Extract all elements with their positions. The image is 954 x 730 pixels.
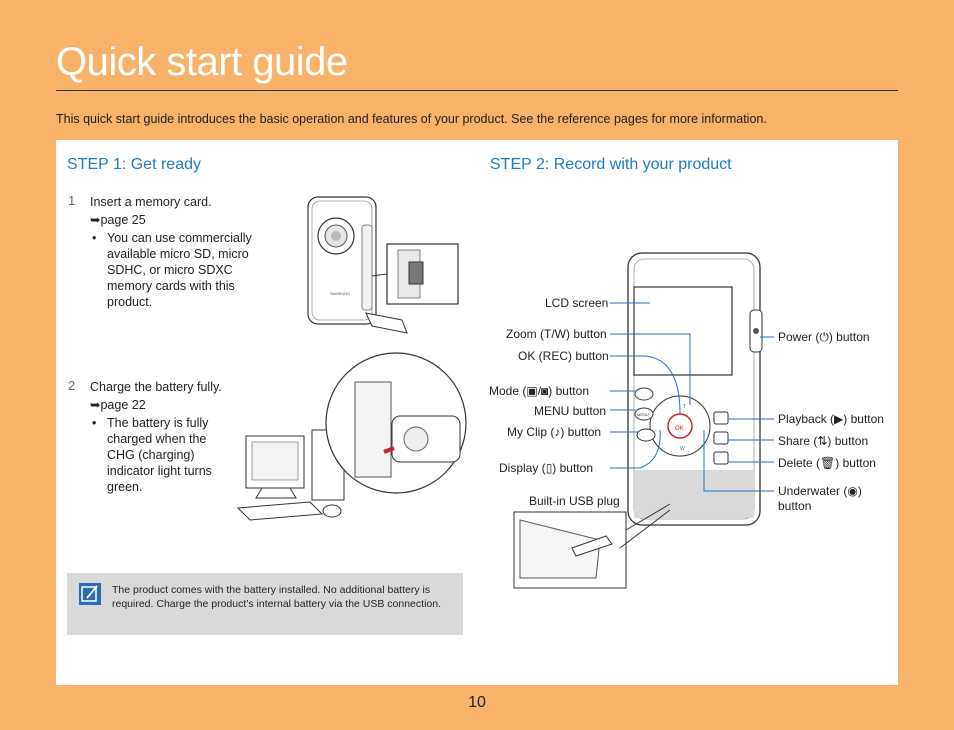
step1-item2-ref[interactable]: ➥page 22 (90, 397, 146, 412)
arrow-icon: ➥ (90, 213, 101, 227)
svg-text:W: W (680, 446, 685, 452)
label-share-button: Share (⇅) button (778, 434, 869, 448)
svg-text:T: T (683, 404, 686, 410)
memory-card-illustration: SAMSUNG (307, 196, 459, 334)
svg-text:MENU: MENU (637, 412, 649, 417)
step1-item1-number: 1 (68, 193, 76, 208)
step1-item1-bullet: You can use commercially available micro… (92, 230, 277, 310)
share-icon: ⇅ (817, 434, 828, 448)
step2-title: STEP 2: Record with your product (490, 156, 732, 173)
page-ref-text: page 25 (100, 213, 146, 227)
label-display-button: Display (▯) button (499, 461, 593, 475)
label-delete-button: Delete (🗑) button (778, 456, 876, 470)
label-menu-button: MENU button (534, 404, 607, 418)
step1-title: STEP 1: Get ready (67, 156, 201, 173)
label-myclip-button: My Clip (♪) button (507, 425, 602, 439)
note-box: The product comes with the battery insta… (67, 573, 463, 635)
camera-diagram: OK T W MENU CHG (513, 252, 763, 589)
svg-text:SAMSUNG: SAMSUNG (330, 291, 350, 296)
step1-item1-text: Insert a memory card. (90, 195, 212, 209)
underwater-icon: ◉ (847, 484, 858, 498)
my-clip-icon: ♪ (554, 425, 561, 439)
delete-icon: 🗑 (820, 456, 836, 470)
label-zoom-button: Zoom (T/W) button (506, 327, 607, 341)
display-icon: ▯ (545, 461, 553, 475)
power-icon: ⏻ (819, 330, 829, 344)
label-usb-plug: Built-in USB plug (529, 494, 620, 508)
label-underwater-button: Underwater (◉) button (778, 484, 862, 513)
page-number: 10 (468, 694, 486, 711)
label-ok-button: OK (REC) button (518, 349, 609, 363)
step1-item1-ref[interactable]: ➥page 25 (90, 212, 146, 227)
step1-item2-bullet: The battery is fully charged when the CH… (92, 415, 232, 495)
arrow-icon: ➥ (90, 398, 101, 412)
title-rule (56, 90, 898, 91)
note-text: The product comes with the battery insta… (112, 584, 441, 610)
movie-camera-icon: ▣ (526, 384, 538, 398)
leader-lines (610, 302, 774, 492)
playback-icon: ▶ (834, 412, 844, 426)
photo-camera-icon: ◙ (541, 384, 549, 398)
step1-item2-number: 2 (68, 378, 76, 393)
note-icon (79, 583, 101, 605)
step1-item2-text: Charge the battery fully. (90, 380, 222, 394)
intro-text: This quick start guide introduces the ba… (56, 112, 767, 126)
charging-illustration (236, 352, 467, 521)
label-playback-button: Playback (▶) button (778, 412, 884, 426)
label-mode-button: Mode (▣/◙) button (489, 384, 589, 398)
page-ref-text: page 22 (100, 398, 146, 412)
page-title: Quick start guide (56, 40, 348, 84)
svg-text:OK: OK (675, 426, 684, 432)
label-lcd-screen: LCD screen (545, 296, 609, 310)
label-power-button: Power (⏻) button (778, 330, 870, 344)
